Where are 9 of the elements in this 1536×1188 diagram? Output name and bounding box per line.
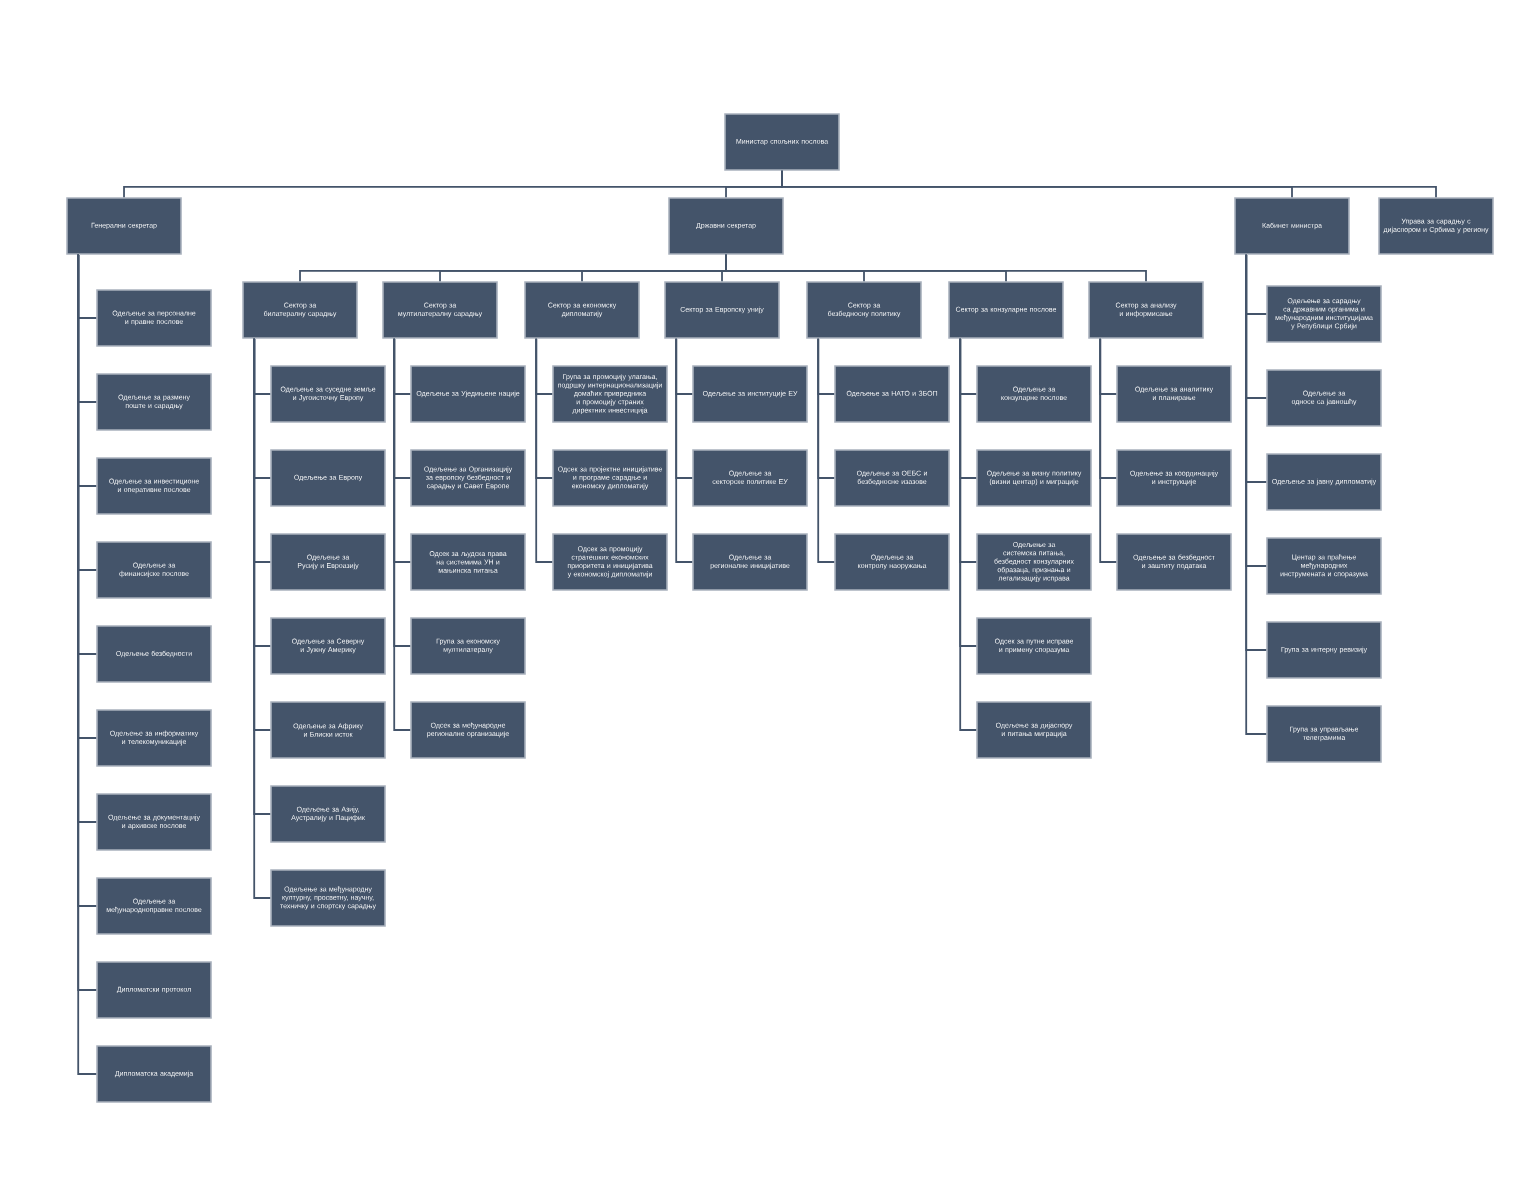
connector-line xyxy=(1099,337,1118,563)
connector-line xyxy=(725,253,1147,283)
connector-line xyxy=(1245,253,1268,735)
connector-line xyxy=(817,337,836,563)
connector-line xyxy=(781,169,1437,199)
connector-line xyxy=(675,337,694,563)
connector-line xyxy=(393,337,412,731)
connector-line xyxy=(535,337,554,563)
connector-line xyxy=(959,337,978,731)
